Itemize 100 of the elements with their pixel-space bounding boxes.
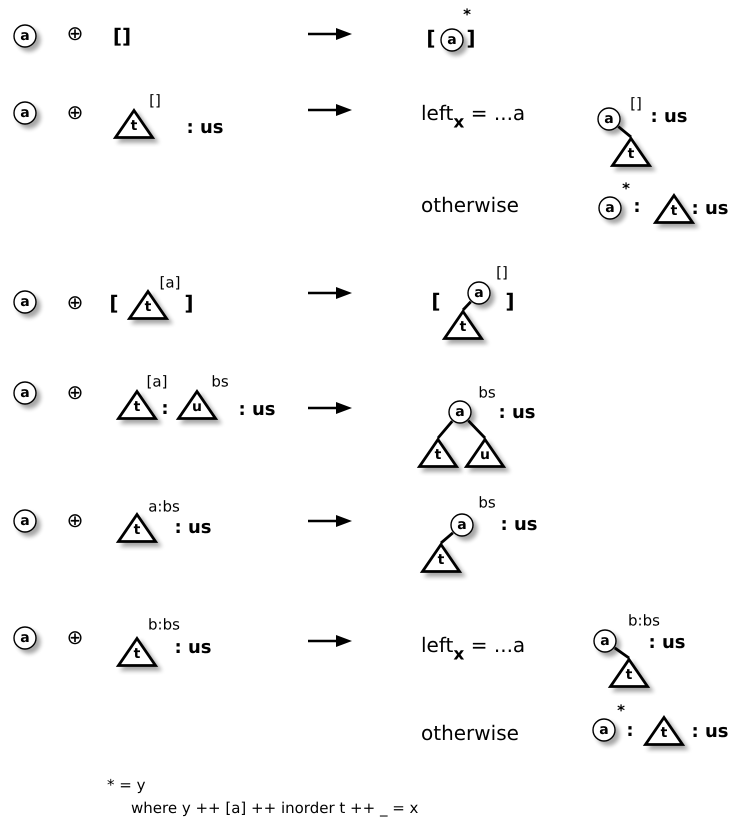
element-circle xyxy=(593,629,617,653)
node-letter: t xyxy=(628,147,634,164)
cons-expression: : us xyxy=(692,722,728,742)
cons-expression: : us xyxy=(238,400,276,420)
tree-branch xyxy=(440,532,454,544)
node-letter: a xyxy=(599,722,609,738)
node-letter: t xyxy=(434,448,442,465)
operator-symbol: ⊕ xyxy=(66,381,84,403)
subtree-triangle xyxy=(418,438,458,468)
node-letter: t xyxy=(670,204,678,221)
cons-expression: : us xyxy=(174,518,212,538)
bracket: [ xyxy=(431,290,441,312)
tree-branch xyxy=(617,126,632,138)
superscript-label: bs xyxy=(211,374,229,390)
subtree-triangle xyxy=(177,390,217,420)
subtree-triangle xyxy=(128,290,168,320)
bracket: [ xyxy=(109,292,119,314)
subtree-triangle xyxy=(611,137,651,167)
node-letter: u xyxy=(480,448,490,465)
cons-expression: : us xyxy=(498,403,536,423)
node-letter: a xyxy=(604,112,614,126)
subtree-triangle xyxy=(443,310,483,340)
cons-expression: : us xyxy=(692,199,728,219)
element-circle xyxy=(13,509,37,533)
superscript-label: [a] xyxy=(146,374,168,390)
bracket: ] xyxy=(505,290,515,312)
node-letter: u xyxy=(192,400,202,417)
node-letter: a xyxy=(20,28,30,44)
operator-symbol: ⊕ xyxy=(66,626,84,648)
tree-branch xyxy=(462,300,472,311)
cons-expression: : us xyxy=(648,633,686,653)
operator-symbol: ⊕ xyxy=(66,101,84,123)
tree-branch xyxy=(614,646,630,660)
node-letter: t xyxy=(660,726,668,743)
subtree-triangle xyxy=(421,543,461,573)
bracket: [ xyxy=(426,27,436,49)
operator-symbol: ⊕ xyxy=(66,291,84,313)
condition-expression: otherwise xyxy=(421,722,519,744)
subtree-triangle xyxy=(117,513,157,543)
node-letter: t xyxy=(460,320,466,337)
element-circle xyxy=(13,290,37,314)
superscript-label: [] xyxy=(630,96,642,112)
cons-symbol: : xyxy=(633,197,641,217)
superscript-label: * xyxy=(617,704,625,718)
element-circle xyxy=(13,101,37,125)
node-letter: t xyxy=(626,668,632,685)
superscript-label: a:bs xyxy=(148,500,180,514)
node-letter: a xyxy=(20,106,30,120)
node-letter: a xyxy=(447,32,457,48)
element-circle xyxy=(450,513,474,537)
operator-symbol: ⊕ xyxy=(66,22,84,44)
node-letter: a xyxy=(20,514,30,528)
subtree-triangle xyxy=(609,658,649,688)
node-letter: t xyxy=(134,400,140,417)
node-letter: a xyxy=(605,200,615,216)
operator-symbol: ⊕ xyxy=(66,509,84,531)
subtree-triangle xyxy=(114,109,154,139)
superscript-label: * xyxy=(463,8,471,22)
element-circle xyxy=(13,381,37,405)
superscript-label: b:bs xyxy=(628,614,660,628)
node-letter: a xyxy=(455,404,465,420)
superscript-label: bs xyxy=(478,386,496,400)
condition-expression: left$_{x}$ = ...a xyxy=(421,102,526,132)
subtree-triangle xyxy=(117,637,157,667)
element-circle xyxy=(13,24,37,48)
element-circle xyxy=(598,196,622,220)
node-letter: a xyxy=(457,518,467,532)
empty-list: [] xyxy=(112,25,132,47)
subtree-triangle xyxy=(465,438,505,468)
tree-branch xyxy=(467,420,486,439)
subtree-triangle xyxy=(117,390,157,420)
superscript-label: [a] xyxy=(160,276,180,290)
node-letter: a xyxy=(20,294,30,310)
cons-expression: : us xyxy=(174,638,212,658)
superscript-label: bs xyxy=(478,496,496,510)
element-circle xyxy=(440,28,464,52)
node-letter: t xyxy=(130,119,138,136)
superscript-label: * xyxy=(622,182,630,196)
node-letter: a xyxy=(600,634,610,648)
node-letter: a xyxy=(474,286,484,300)
footnote-text: * = y xyxy=(107,776,146,794)
cons-expression: : us xyxy=(500,515,538,535)
condition-expression: otherwise xyxy=(421,194,519,216)
subtree-triangle xyxy=(644,716,684,746)
superscript-label: [] xyxy=(149,94,161,108)
cons-expression: : us xyxy=(186,118,224,138)
tree-branch xyxy=(436,420,454,439)
node-letter: t xyxy=(134,523,140,540)
node-letter: t xyxy=(144,300,152,317)
node-letter: t xyxy=(438,553,444,570)
cons-expression: : us xyxy=(650,107,688,127)
element-circle xyxy=(448,400,472,424)
element-circle xyxy=(597,107,621,131)
condition-expression: left$_{x}$ = ...a xyxy=(421,634,526,664)
footnote-text: where y ++ [a] ++ inorder t ++ _ = x xyxy=(131,800,418,816)
node-letter: a xyxy=(20,630,30,646)
cons-symbol: : xyxy=(161,399,169,419)
element-circle xyxy=(13,626,37,650)
node-letter: t xyxy=(134,647,140,664)
node-letter: a xyxy=(20,386,30,400)
